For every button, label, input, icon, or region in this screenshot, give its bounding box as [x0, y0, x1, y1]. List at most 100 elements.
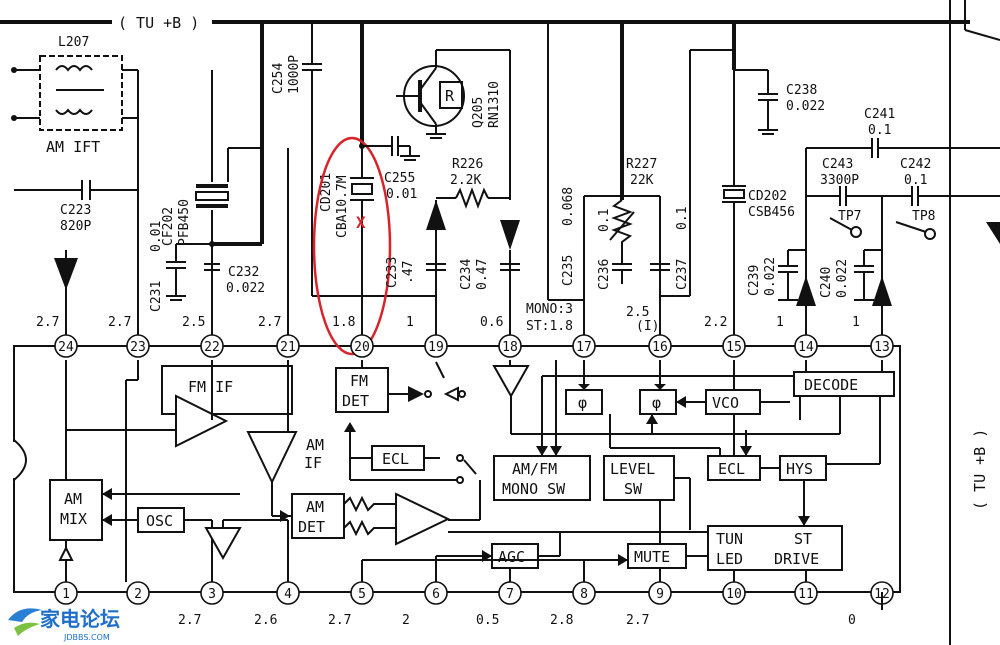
c239-label: C239: [747, 265, 762, 296]
osc-block: OSC: [102, 507, 289, 582]
am-fm-mono-sw-label-2: MONO SW: [502, 480, 566, 498]
am-det-label-1: AM: [306, 498, 324, 516]
decode-block: DECODE: [610, 360, 895, 465]
ceramic-resonator-cd202: CD202 CSB456: [722, 70, 795, 335]
pin-number: 3: [208, 587, 216, 602]
bottom-pin-5: 52.7: [328, 581, 374, 628]
ecl-block-2: ECL: [609, 414, 761, 481]
pin-voltage: 0.5: [476, 613, 499, 628]
r227-value: 22K: [630, 173, 654, 188]
pin-number: 10: [726, 587, 742, 602]
c232-label: C232: [228, 265, 259, 280]
capacitor-c231: C231 0.01: [149, 221, 212, 312]
c223-label: C223: [60, 203, 91, 218]
fm-det-label-1: FM: [350, 372, 368, 390]
pin-number: 23: [130, 340, 146, 355]
pin-number: 1: [62, 587, 70, 602]
pin-voltage: 2: [402, 613, 410, 628]
pin-voltage: 1: [852, 315, 860, 330]
pin-number: 18: [502, 340, 518, 355]
pin-number: 7: [506, 587, 514, 602]
tun-led-label-2: LED: [716, 550, 743, 568]
am-mix-label-1: AM: [64, 490, 82, 508]
level-sw-label-1: LEVEL: [610, 460, 655, 478]
pin-number: 24: [58, 340, 74, 355]
top-pin-22: 222.5: [182, 315, 224, 358]
am-det-label-2: DET: [298, 518, 325, 536]
pin-number: 5: [358, 587, 366, 602]
capacitor-c254: C254 1000P: [271, 22, 436, 297]
q205-r-mark: R: [445, 87, 455, 105]
resistor-r227: R227 22K: [609, 157, 657, 250]
bottom-pin-4: 42.6: [254, 581, 300, 628]
pin-number: 11: [798, 587, 814, 602]
capacitor-c241: C241 0.1: [864, 107, 1000, 158]
decode-label: DECODE: [804, 376, 858, 394]
pin-voltage: 2.7: [178, 613, 201, 628]
am-if-label-2: IF: [304, 454, 322, 472]
r226-label: R226: [452, 157, 483, 172]
top-pin-21: 212.7: [258, 315, 300, 358]
pin-circle: [648, 334, 672, 358]
top-pin-18: 180.6: [480, 315, 522, 358]
pin-circle: [794, 334, 818, 358]
pin-number: 6: [432, 587, 440, 602]
am-if-label-1: AM: [306, 436, 324, 454]
am-fm-mono-sw-label-1: AM/FM: [512, 460, 557, 478]
pin-voltage: 2.7: [626, 613, 649, 628]
top-pin-row: 242.7232.7222.5212.7201.8191180.617MONO:…: [36, 302, 894, 358]
pin-circle: [126, 581, 150, 605]
r226-value: 2.2K: [450, 173, 481, 188]
c239-value: 0.022: [763, 257, 778, 296]
c242-label: C242: [900, 157, 931, 172]
pin-voltage: 2.8: [550, 613, 573, 628]
ceramic-discriminator-cd201: CD201 CBA10.7M: [319, 22, 374, 335]
pin-voltage: 1: [776, 315, 784, 330]
c232-value: 0.022: [226, 281, 265, 296]
bottom-pin-11: 11: [794, 581, 818, 605]
pin-number: 14: [798, 340, 814, 355]
c223-value: 820P: [60, 219, 91, 234]
am-ift-label: AM IFT: [46, 138, 100, 156]
hys-block: HYS: [760, 455, 827, 526]
am-if-block: AM IF: [211, 360, 324, 485]
top-pin-24: 242.7: [36, 315, 78, 358]
ecl2-label: ECL: [718, 460, 745, 478]
level-sw-block: LEVEL SW: [603, 455, 691, 544]
c241-label: C241: [864, 107, 895, 122]
site-watermark: 家电论坛 JDBBS.COM: [8, 607, 120, 642]
top-pin-20: 201.8: [332, 315, 374, 358]
ic-body: [12, 345, 901, 593]
c235-label: C235: [561, 255, 576, 286]
vco-label: VCO: [712, 394, 739, 412]
pin-voltage: 2.7: [328, 613, 351, 628]
tp7-label: TP7: [838, 209, 861, 224]
capacitor-c233: C233 .47: [385, 257, 446, 288]
q205-label: Q205: [471, 97, 486, 128]
phi2-label: φ: [652, 394, 661, 412]
pin-voltage: 2.6: [254, 613, 277, 628]
c242-value: 0.1: [904, 173, 927, 188]
test-point-tp7: TP7: [829, 209, 862, 238]
capacitor-c235: C235 0.068: [561, 187, 576, 286]
pin-number: 9: [656, 587, 664, 602]
pin-voltage: 2.7: [36, 315, 59, 330]
l207-label: L207: [58, 35, 89, 50]
capacitor-c223: C223 820P: [14, 180, 138, 234]
pin-number: 16: [652, 340, 668, 355]
capacitor-c238: C238 0.022: [758, 70, 825, 135]
c236-label: C236: [597, 259, 612, 290]
pin-voltage: 2.7: [258, 315, 281, 330]
capacitor-c232: C232 0.022: [204, 263, 265, 296]
pin-voltage: 2.2: [704, 315, 727, 330]
am-ift-l207: L207 AM IFT: [11, 35, 138, 156]
tun-led-label-1: TUN: [716, 530, 743, 548]
bottom-pin-2: 2: [126, 581, 150, 605]
hys-label: HYS: [786, 460, 813, 478]
bottom-pin-6: 62: [402, 581, 448, 628]
cf202-label: CF202: [161, 207, 176, 246]
osc-label: OSC: [146, 512, 173, 530]
bottom-pin-3: 32.7: [178, 581, 224, 628]
bottom-pin-7: 70.5: [476, 581, 522, 628]
